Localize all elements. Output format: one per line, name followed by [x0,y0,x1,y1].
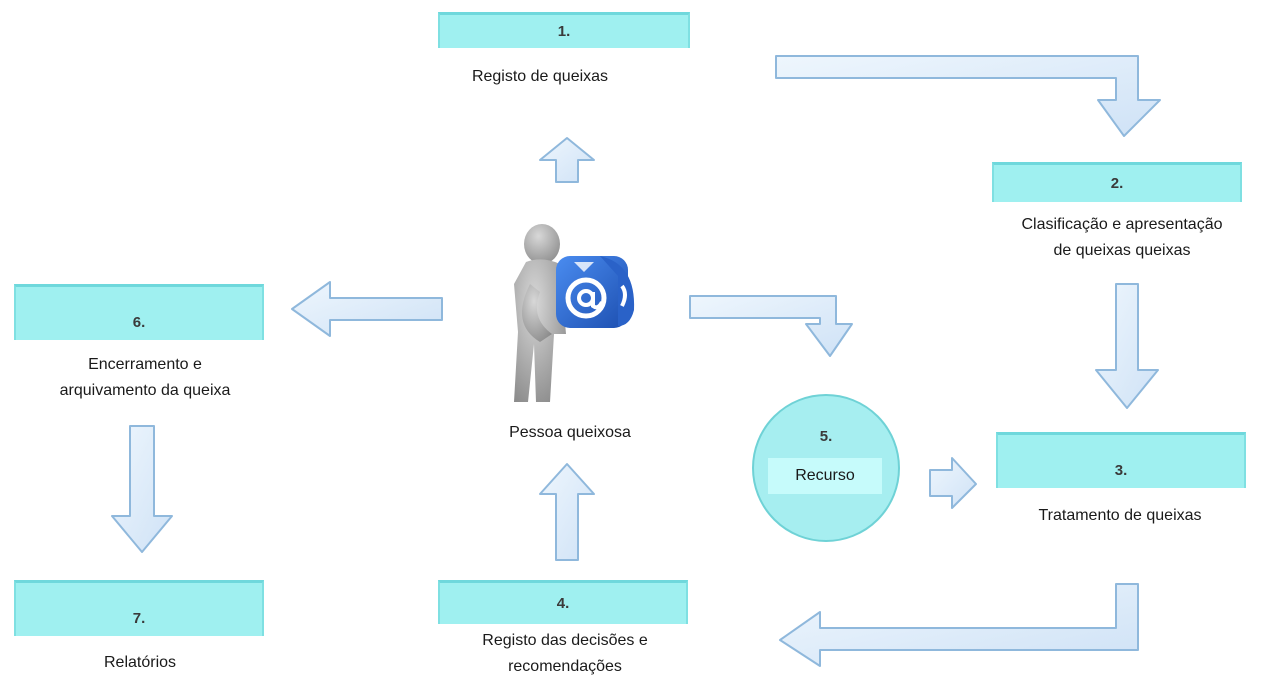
step-3-label: Tratamento de queixas [1038,507,1202,524]
step-5-circle: 5. Recurso [752,394,900,542]
arrow-person-to-step5 [689,295,853,357]
arrow-person-to-step6 [291,281,443,337]
arrow-step3-to-step4 [779,583,1139,667]
step-4-number: 4. [556,595,570,612]
step-6-label: Encerramento e arquivamento da queixa [10,352,280,404]
step-4-box: 4. [438,580,688,624]
step-6-label-line1: Encerramento e [88,356,202,373]
step-7-box: 7. [14,580,264,636]
step-5-number: 5. [819,428,833,445]
step-2-number: 2. [1110,175,1124,192]
step-6-label-line2: arquivamento da queixa [59,382,231,399]
step-4-label-line1: Registo das decisões e [482,632,648,649]
step-3-number: 3. [1114,462,1128,479]
step-2-label-line1: Clasificação e apresentação [1021,216,1223,233]
center-label: Pessoa queixosa [509,424,631,441]
step-1-number: 1. [557,23,571,40]
step-4-label-line2: recomendações [508,658,622,675]
step-4-label: Registo das decisões e recomendações [430,628,700,680]
step-6-number: 6. [132,314,146,331]
step-2-label: Clasificação e apresentação de queixas q… [982,212,1262,264]
step-6-box: 6. [14,284,264,340]
arrow-step6-to-step7 [111,425,173,553]
person-holding-email-cube-icon [514,224,635,402]
step-2-box: 2. [992,162,1242,202]
arrow-step5-to-step3 [929,457,977,509]
step-7-label: Relatórios [103,654,177,671]
arrow-step1-to-step2 [775,55,1161,137]
step-7-number: 7. [132,610,146,627]
step-2-label-line2: de queixas queixas [1053,242,1191,259]
arrow-person-to-step1 [539,137,595,183]
arrow-step2-to-step3 [1095,283,1159,409]
arrow-step4-to-person [539,463,595,561]
step-3-box: 3. [996,432,1246,488]
step-1-box: 1. [438,12,690,48]
step-5-label: Recurso [768,458,882,494]
step-1-label: Registo de queixas [471,68,609,85]
